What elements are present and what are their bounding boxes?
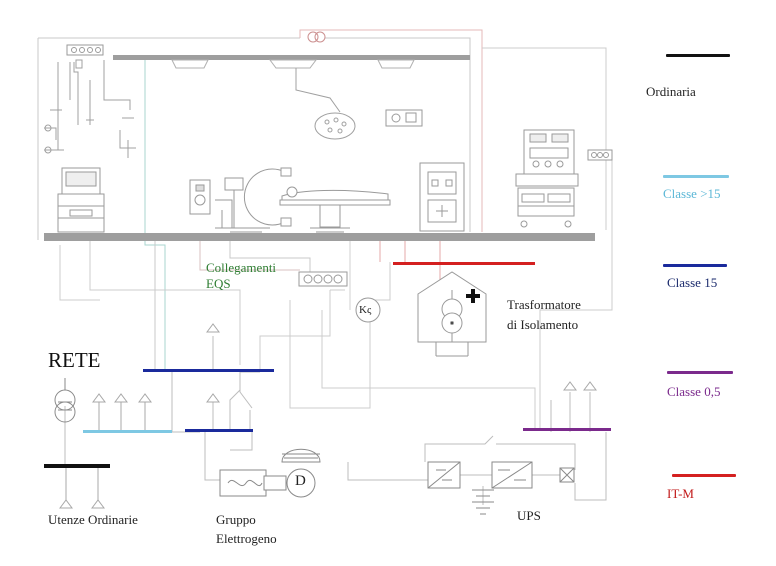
- equipment-cart: [515, 129, 579, 228]
- gruppo-label-2: Elettrogeno: [216, 531, 277, 546]
- medical-cross-icon: [466, 289, 480, 303]
- busbar-ordinaria: [44, 464, 110, 468]
- top-transformer-icon: [307, 31, 326, 43]
- ups-unit: [427, 461, 575, 515]
- ceiling-rail: [113, 55, 470, 60]
- kc-label: Kς: [359, 304, 372, 316]
- rete-label: RETE: [48, 348, 101, 372]
- busbars: [44, 262, 611, 468]
- busbar-it-m: [393, 262, 535, 265]
- load-arrows: [59, 323, 597, 509]
- utenze-label: Utenze Ordinarie: [48, 512, 138, 527]
- anaesthesia-machine: [57, 167, 105, 233]
- busbar-classe-05: [523, 428, 611, 431]
- legend-label-ordinaria: Ordinaria: [646, 84, 696, 99]
- monitor-stand: [189, 177, 270, 233]
- generator-set: [219, 448, 321, 498]
- busbar-classe-15-lower: [185, 429, 253, 432]
- wiring: [37, 29, 613, 505]
- gruppo-label-1: Gruppo: [216, 512, 256, 527]
- diesel-label: D: [295, 473, 306, 489]
- trasformatore-label-1: Trasformatore: [507, 297, 581, 312]
- legend-line-ordinaria: [666, 54, 730, 57]
- trasformatore-label-2: di Isolamento: [507, 317, 579, 332]
- isolation-transformer: [417, 271, 487, 357]
- surgical-light: [295, 68, 356, 140]
- insulation-monitor: [355, 297, 381, 323]
- busbar-classe-gt15: [83, 430, 172, 433]
- operating-table: [279, 186, 391, 233]
- socket-boxes: [66, 44, 613, 287]
- ceiling-lights: [171, 59, 415, 69]
- legend-line-classe-15: [663, 264, 727, 267]
- c-arm-xray: [243, 167, 292, 227]
- legend-line-classe-gt15: [663, 175, 729, 178]
- legend-label-classe-gt15: Classe >15: [663, 186, 721, 201]
- legend-label-classe-15: Classe 15: [667, 275, 718, 290]
- legend-line-classe-05: [667, 371, 733, 374]
- ups-label: UPS: [517, 508, 541, 523]
- gas-outlets: [44, 59, 136, 158]
- busbar-classe-15: [143, 369, 274, 372]
- floor-slab: [44, 233, 595, 241]
- legend-label-classe-05: Classe 0,5: [667, 384, 721, 399]
- grid-transformer: [54, 378, 76, 423]
- legend-label-it-m: IT-M: [667, 486, 694, 501]
- legend-line-it-m: [672, 474, 736, 477]
- eqs-label-2: EQS: [206, 276, 231, 291]
- electrical-cabinet: [419, 162, 465, 232]
- eqs-label-1: Collegamenti: [206, 260, 277, 275]
